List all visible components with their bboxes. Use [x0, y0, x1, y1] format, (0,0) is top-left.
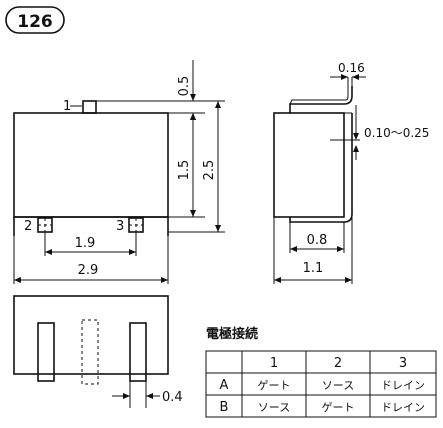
- pin-1-tab: [82, 100, 97, 114]
- dim-lead-thickness: 0.16: [338, 61, 365, 75]
- bottom-pad-center-hidden: [81, 319, 99, 385]
- dim-lead-range: 0.10～0.25: [364, 126, 429, 140]
- pin-connection-table: 電極接続 1 2 3 A ゲート ソース ドレイン B ソース ゲート ドレイン: [205, 326, 437, 418]
- side-body-outline: [273, 112, 345, 218]
- top-body-outline: [13, 112, 169, 218]
- dim-total-depth: 1.1: [303, 261, 324, 276]
- dim-tab-height: 0.5: [177, 76, 192, 97]
- dim-body-height: 1.5: [177, 160, 192, 181]
- table-row-a-label: A: [220, 378, 229, 393]
- top-view: 1 2 3 0.5 1.5 2.5 1.9 2.9: [13, 60, 225, 284]
- bottom-body-outline: [13, 295, 169, 375]
- table-cell-b2: ゲート: [322, 401, 355, 414]
- package-number-badge: 126: [5, 6, 65, 34]
- dim-body-depth: 0.8: [307, 233, 328, 248]
- table-title: 電極接続: [206, 326, 258, 342]
- pin-3-label: 3: [116, 219, 124, 234]
- pin-2-label: 2: [24, 219, 32, 234]
- dim-pin-pitch: 1.9: [75, 236, 96, 251]
- table-cell-b1: ソース: [258, 401, 290, 414]
- bottom-pad-right: [129, 322, 147, 382]
- bottom-pad-left: [37, 322, 55, 382]
- table-header-3: 3: [399, 356, 407, 371]
- dim-total-width: 2.9: [78, 263, 99, 278]
- pin-1-label: 1: [63, 99, 71, 114]
- dim-total-height: 2.5: [202, 160, 217, 181]
- side-view: 0.16 0.10～0.25 0.8 1.1: [273, 61, 429, 284]
- table-cell-b3: ドレイン: [381, 401, 425, 414]
- table-header-1: 1: [270, 356, 278, 371]
- table-row-b-label: B: [220, 400, 229, 415]
- dim-pad-width: 0.4: [162, 390, 183, 405]
- table-cell-a2: ソース: [322, 379, 354, 392]
- bottom-view: 0.4: [13, 295, 183, 408]
- badge-text: 126: [17, 12, 53, 32]
- table-header-2: 2: [334, 356, 342, 371]
- table-cell-a3: ドレイン: [381, 379, 425, 392]
- table-cell-a1: ゲート: [258, 379, 291, 392]
